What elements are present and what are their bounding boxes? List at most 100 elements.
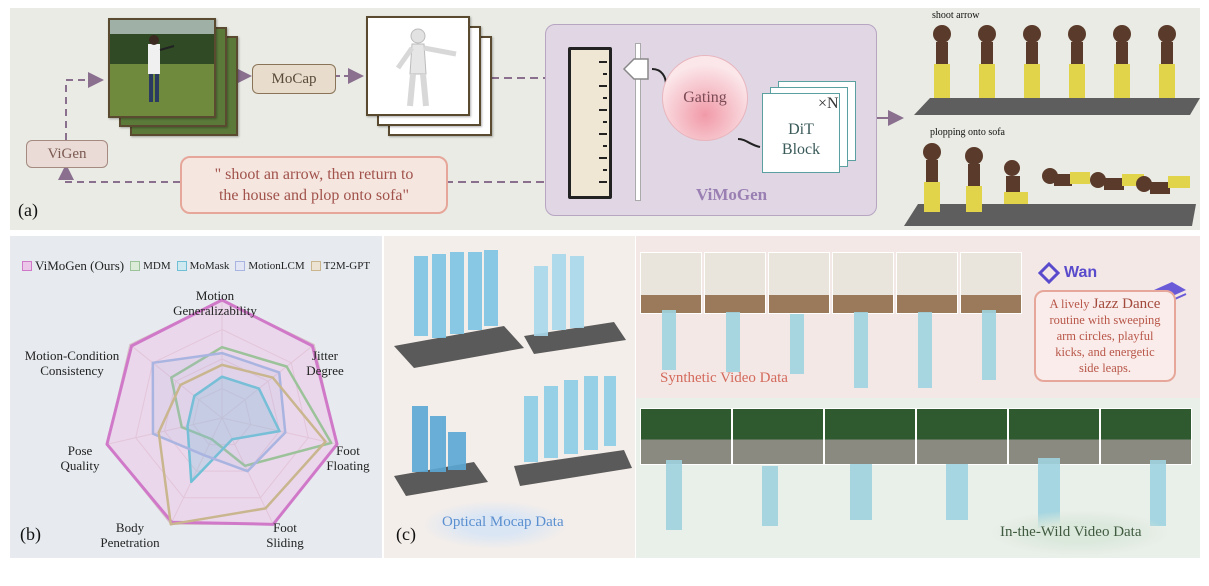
wild-frame-5: [1008, 408, 1100, 465]
caption-plopping-sofa: plopping onto sofa: [930, 127, 1005, 138]
video-frame-front: [108, 18, 216, 118]
axis-foot-sliding-line2: Sliding: [266, 535, 304, 550]
synthetic-video-label: Synthetic Video Data: [660, 370, 788, 386]
axis-body-penetration-line1: Body: [115, 520, 145, 535]
axis-foot-floating-line1: Foot: [336, 443, 360, 458]
wan-logo-text: Wan: [1064, 264, 1098, 281]
wild-video-frames: [640, 408, 1200, 465]
legend-swatch-vimogen: [22, 261, 32, 271]
legend-item-vimogen: ViMoGen (Ours): [22, 258, 124, 274]
wan-prompt-jazz: Jazz Dance: [1092, 296, 1161, 312]
synthetic-frame-4: [832, 252, 894, 314]
legend-item-t2mgpt: T2M-GPT: [310, 258, 371, 274]
dit-label-1: DiT: [788, 121, 814, 138]
axis-motion-generalizability-line1: Motion: [195, 288, 235, 303]
wild-mesh-figures: [666, 458, 1166, 530]
wan-prompt-box: A lively Jazz Dance routine with sweepin…: [1034, 290, 1176, 382]
axis-jitter-degree-line1: Jitter: [312, 348, 338, 363]
wild-label-glow: [990, 510, 1170, 556]
legend-label-momask: MoMask: [189, 260, 230, 272]
gating-slider-track: [635, 43, 641, 201]
panel-a-label: (a): [18, 200, 38, 220]
wan-logo: Wan: [1038, 262, 1097, 284]
vimogen-box: Gating DiT Block ×N ViMoGen: [545, 24, 877, 216]
wan-prompt-line-5: side leaps.: [1078, 361, 1132, 375]
legend-swatch-motionlcm: [235, 261, 246, 271]
prompt-box: " shoot an arrow, then return to the hou…: [180, 156, 448, 214]
axis-motion-condition-consistency-line1: Motion-Condition: [24, 348, 120, 363]
wild-video-label: In-the-Wild Video Data: [1000, 524, 1142, 540]
gating-circle: Gating: [662, 55, 748, 141]
synthetic-frame-1: [640, 252, 702, 314]
wan-prompt-line-1: A lively Jazz Dance: [1036, 296, 1174, 312]
legend-item-momask: MoMask: [176, 258, 230, 274]
legend-swatch-momask: [176, 261, 187, 271]
vigen-label: ViGen: [47, 145, 87, 162]
legend-item-motionlcm: MotionLCM: [235, 258, 305, 274]
gating-label: Gating: [683, 89, 727, 106]
caption-shoot-arrow: shoot arrow: [932, 10, 980, 21]
prompt-line-1: " shoot an arrow, then return to: [214, 166, 414, 183]
wan-prompt-line-4: kicks, and energetic: [1055, 345, 1155, 359]
mocap-body-image: [395, 28, 457, 107]
archer-video-image: [110, 20, 214, 116]
axis-pose-quality-line2: Quality: [60, 458, 100, 473]
wan-prompt-line1-pre: A lively: [1049, 297, 1093, 311]
prompt-line-2: the house and plop onto sofa": [218, 187, 410, 204]
synthetic-video-frames: [640, 252, 1022, 342]
mocap-label: MoCap: [271, 70, 317, 87]
wild-frame-3: [824, 408, 916, 465]
optical-mocap-figures: [394, 250, 632, 496]
panel-b-label: (b): [20, 524, 41, 544]
axis-foot-sliding-line1: Foot: [273, 520, 297, 535]
axis-pose-quality-line1: Pose: [67, 443, 93, 458]
axis-foot-floating-line2: Floating: [326, 458, 370, 473]
motion-frame-front: [366, 16, 470, 116]
legend-label-vimogen: ViMoGen (Ours): [35, 258, 125, 273]
panel-c-label: (c): [396, 524, 416, 544]
radar-chart: [105, 298, 339, 526]
synthetic-frame-3: [768, 252, 830, 314]
wild-frame-1: [640, 408, 732, 465]
legend-label-motionlcm: MotionLCM: [248, 260, 305, 272]
plopping-sofa-animation: [904, 143, 1196, 226]
gating-slider-handle: [622, 58, 649, 80]
dit-label-2: Block: [781, 141, 821, 158]
wan-prompt-line-2: routine with sweeping: [1049, 313, 1161, 327]
ruler-icon: [568, 47, 612, 199]
legend-swatch-mdm: [130, 261, 141, 271]
radar-series-momask: [186, 375, 281, 484]
repeat-n-label: ×N: [818, 95, 839, 112]
radar-series: [105, 298, 339, 526]
legend-swatch-t2mgpt: [310, 261, 321, 271]
legend-item-mdm: MDM: [130, 258, 171, 274]
wild-frame-6: [1100, 408, 1192, 465]
wan-logo-icon: [1038, 262, 1060, 284]
radar-legend: ViMoGen (Ours) MDM MoMask MotionLCM T2M-…: [22, 258, 382, 274]
axis-motion-condition-consistency-line2: Consistency: [40, 363, 104, 378]
video-frames-stack: [108, 18, 238, 138]
mocap-box: MoCap: [252, 64, 336, 94]
wan-prompt-line-3: arm circles, playful: [1056, 329, 1154, 343]
optical-label-glow: [420, 500, 570, 550]
legend-label-t2mgpt: T2M-GPT: [323, 260, 371, 272]
wild-frame-2: [732, 408, 824, 465]
character-sequence-top: [933, 25, 1176, 98]
axis-body-penetration-line2: Penetration: [100, 535, 160, 550]
ruler-ticks: [599, 61, 607, 183]
synthetic-frame-2: [704, 252, 766, 314]
dit-block-front: DiT Block: [762, 93, 840, 173]
synthetic-mesh-figures: [662, 310, 996, 388]
axis-jitter-degree-line2: Degree: [306, 363, 344, 378]
vimogen-title: ViMoGen: [696, 185, 768, 204]
radar-series-t2m-gpt: [157, 363, 327, 526]
motion-frames-stack: [366, 16, 496, 140]
synthetic-frame-6: [960, 252, 1022, 314]
